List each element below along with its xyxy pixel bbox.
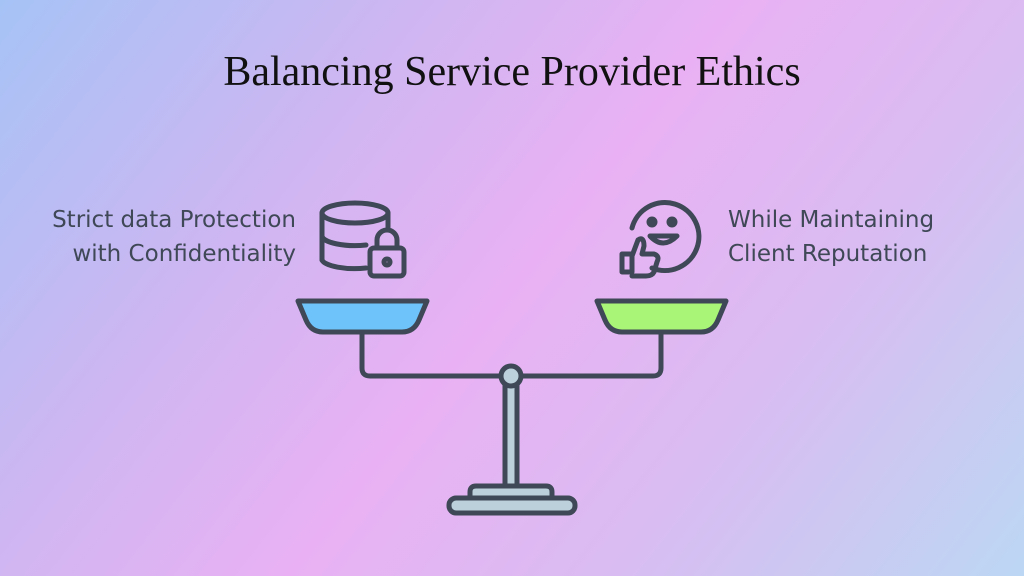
right-label: While Maintaining Client Reputation [728, 203, 934, 271]
scale-stem [502, 381, 520, 491]
left-label-line2: with Confidentiality [72, 241, 296, 267]
right-scale-pan [594, 298, 729, 335]
diagram-title: Balancing Service Provider Ethics [223, 49, 801, 95]
left-label: Strict data Protection with Confidential… [52, 203, 296, 271]
database-lock-icon [319, 200, 407, 279]
left-scale-pan [295, 298, 430, 335]
right-label-line1: While Maintaining [728, 207, 935, 233]
scale-base [446, 495, 578, 516]
scale-pivot [498, 363, 524, 389]
smiley-thumbs-up-icon [619, 200, 702, 279]
right-label-line2: Client Reputation [728, 241, 928, 267]
left-label-line1: Strict data Protection [52, 207, 296, 233]
scale-base-upper [467, 483, 555, 501]
